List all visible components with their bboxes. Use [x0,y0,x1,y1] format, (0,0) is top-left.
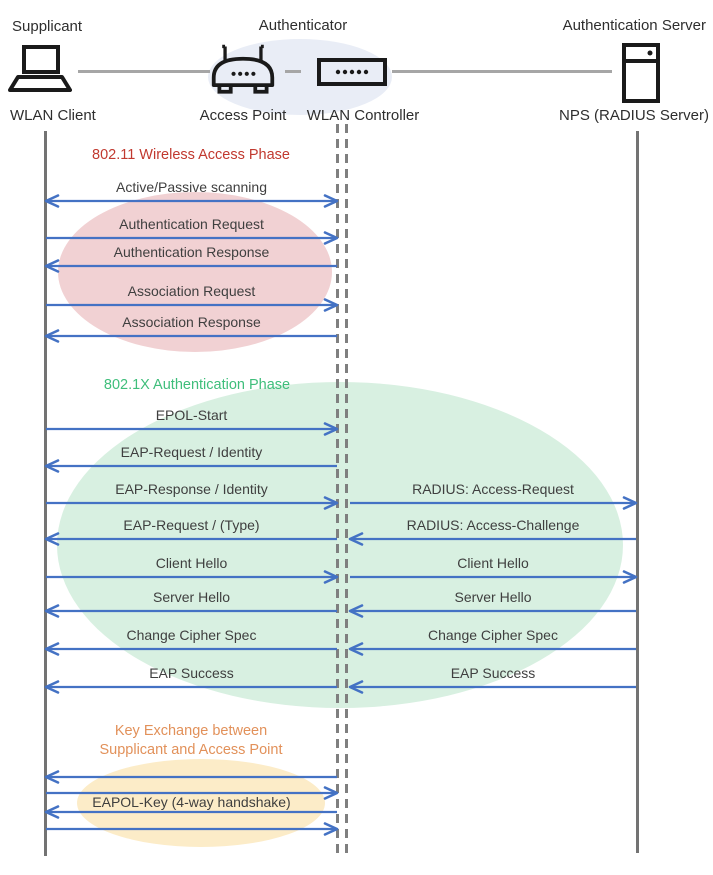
phase2-ellipse [57,382,623,708]
message-label: Server Hello [152,589,231,605]
wlan-controller-icon [317,58,387,86]
message-label: EPOL-Start [155,407,228,423]
connector-ap-controller [285,70,301,73]
phase1-ellipse [58,192,332,352]
phase3-title: Key Exchange between Supplicant and Acce… [31,722,351,760]
message-label: Authentication Request [119,216,264,232]
phase2-title: 802.1X Authentication Phase [103,377,291,393]
message-label: Change Cipher Spec [428,627,558,643]
message-label: EAP-Request / (Type) [123,517,260,533]
phase1-title: 802.11 Wireless Access Phase [92,147,290,163]
lifeline-authenticator-b [345,124,348,858]
lifeline-authenticator-a [336,124,339,858]
lifeline-auth-server [636,131,639,853]
phase3-title-line2: Supplicant and Access Point [99,742,283,758]
access-point-icon [211,44,275,94]
device-label-access-point: Access Point [199,107,287,124]
message-label: Client Hello [155,555,228,571]
message-label: Association Response [122,314,261,330]
message-label: Client Hello [457,555,529,571]
message-label: Authentication Response [113,244,270,260]
message-label: Active/Passive scanning [116,179,267,195]
message-label: RADIUS: Access-Challenge [406,517,580,533]
message-label: Association Request [127,283,256,299]
actor-title-auth-server: Authentication Server [562,17,706,34]
device-label-wlan-client: WLAN Client [10,107,96,124]
device-label-nps-radius: NPS (RADIUS Server) [558,107,710,124]
connector-client-ap [78,70,210,73]
connector-controller-server [392,70,612,73]
authenticator-group-ellipse [208,39,392,115]
laptop-icon [8,45,72,92]
phase3-ellipse [77,759,325,847]
device-label-wlan-controller: WLAN Controller [306,107,420,124]
lifeline-supplicant [44,131,47,856]
message-label: EAP Success [149,665,234,681]
message-label: RADIUS: Access-Request [412,481,574,497]
message-label: EAP-Response / Identity [115,481,268,497]
phase3-title-line1: Key Exchange between [114,723,268,739]
message-label: Server Hello [454,589,532,605]
server-icon [622,43,660,103]
actor-title-authenticator: Authenticator [258,17,348,34]
message-label: Change Cipher Spec [126,627,257,643]
message-label: EAP-Request / Identity [120,444,263,460]
actor-title-supplicant: Supplicant [12,18,83,35]
message-label: EAPOL-Key (4-way handshake) [92,794,291,810]
message-label: EAP Success [450,665,536,681]
